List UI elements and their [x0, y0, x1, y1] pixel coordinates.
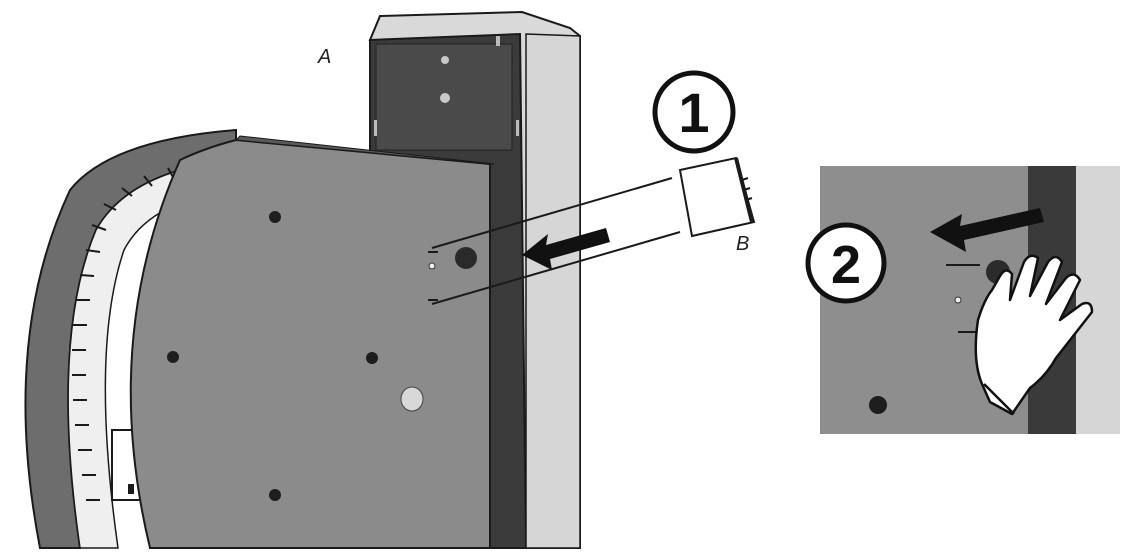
bracket-b [431, 156, 756, 305]
label-a: A [317, 46, 331, 68]
arrow-left-icon [522, 228, 610, 270]
step-1-number: 1 [678, 81, 709, 144]
label-b: B [736, 233, 749, 255]
front-cover [129, 135, 495, 549]
hand-icon [974, 254, 1094, 416]
step-2-badge: 2 [805, 222, 887, 304]
main-illustration: 1 A B [24, 10, 756, 549]
inset-detail: 2 [805, 166, 1120, 434]
step-1-badge: 1 [652, 70, 736, 154]
arrow-left-icon [930, 208, 1044, 252]
step-2-number: 2 [831, 235, 861, 295]
